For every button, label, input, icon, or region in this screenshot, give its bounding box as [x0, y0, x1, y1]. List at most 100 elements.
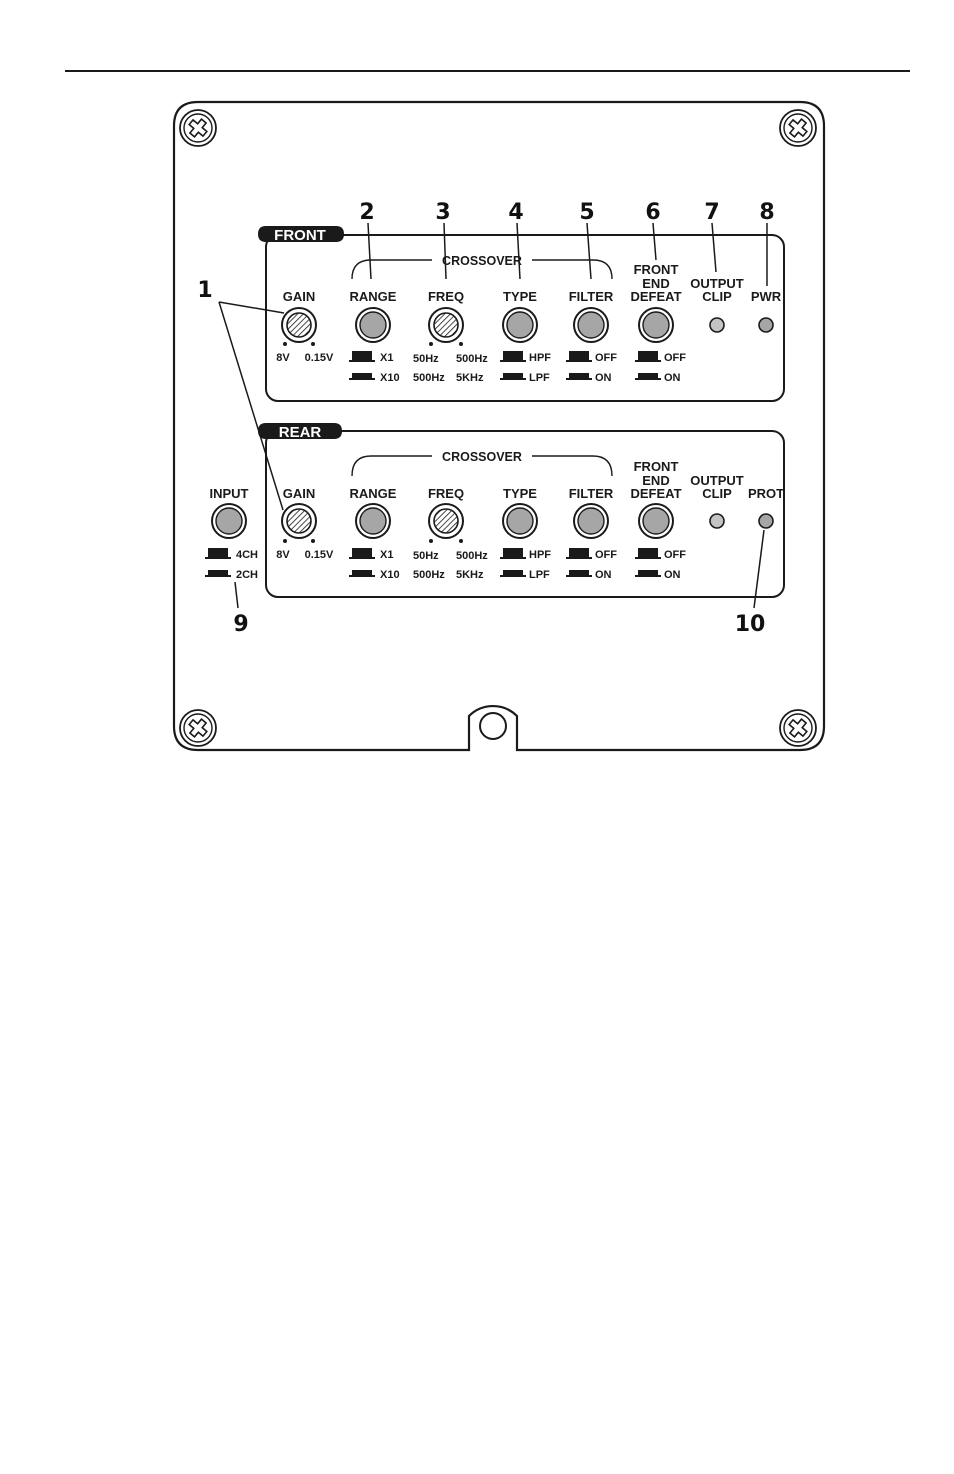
crossover-label: CROSSOVER — [442, 450, 522, 464]
defeat-switch-down-icon — [638, 570, 658, 575]
output-clip-label-output: OUTPUT — [690, 473, 744, 488]
front-end-defeat-button[interactable] — [638, 307, 674, 343]
gain-label: GAIN — [283, 486, 316, 501]
rear-section-frame — [265, 430, 785, 598]
range-switch-base-icon — [349, 557, 375, 559]
callout-2: 2 — [359, 200, 374, 225]
type-switch-down-icon — [503, 373, 523, 378]
freq-knob-rear[interactable] — [428, 503, 464, 543]
screw-icon-top-left — [179, 109, 217, 147]
type-switch-down-base-icon — [500, 378, 526, 380]
panel-plate — [172, 100, 826, 752]
type-up-text: HPF — [529, 549, 551, 561]
mount-hole — [479, 712, 507, 740]
output-clip-label-clip: CLIP — [702, 289, 732, 304]
filter-switch-down-base-icon — [566, 575, 592, 577]
type-down-text: LPF — [529, 372, 550, 384]
type-label: TYPE — [503, 289, 537, 304]
callout-10: 10 — [735, 612, 766, 637]
filter-up-text: OFF — [595, 549, 617, 561]
filter-switch-base-icon — [566, 360, 592, 362]
gain-min-text: 8V — [276, 549, 290, 561]
freq-low-b-text: 500Hz — [413, 372, 445, 384]
type-button-rear[interactable] — [502, 503, 538, 539]
range-switch-up-icon — [352, 548, 372, 557]
filter-switch-up-icon — [569, 351, 589, 360]
defeat-switch-down-base-icon — [635, 378, 661, 380]
freq-low-a-text: 50Hz — [413, 353, 439, 365]
defeat-switch-up-icon — [638, 351, 658, 360]
front-tag: FRONT — [274, 227, 326, 244]
filter-button-front[interactable] — [573, 307, 609, 343]
filter-label: FILTER — [569, 289, 614, 304]
freq-low-a-text: 50Hz — [413, 550, 439, 562]
screw-icon-top-right — [779, 109, 817, 147]
crossover-label: CROSSOVER — [442, 254, 522, 268]
range-up-text: X1 — [380, 549, 393, 561]
freq-high-a-text: 500Hz — [456, 550, 488, 562]
input-switch-down-icon — [208, 570, 228, 575]
front-end-defeat-button-rear[interactable] — [638, 503, 674, 539]
range-switch-up-icon — [352, 351, 372, 360]
defeat-switch-down-base-icon — [635, 575, 661, 577]
front-end-defeat-label-defeat: DEFEAT — [630, 289, 681, 304]
defeat-switch-base-icon — [635, 557, 661, 559]
front-tag-shape — [258, 226, 344, 242]
defeat-switch-base-icon — [635, 360, 661, 362]
crossover-bracket — [351, 455, 613, 477]
range-up-text: X1 — [380, 352, 393, 364]
range-button-front[interactable] — [355, 307, 391, 343]
pwr-label: PWR — [751, 289, 782, 304]
gain-knob-front[interactable] — [281, 307, 317, 346]
freq-high-b-text: 5KHz — [456, 372, 484, 384]
crossover-bracket — [351, 259, 613, 280]
gain-knob-rear[interactable] — [281, 503, 317, 543]
callout-6: 6 — [645, 200, 660, 225]
gain-min-text: 8V — [276, 352, 290, 364]
type-switch-base-icon — [500, 557, 526, 559]
input-down-text: 2CH — [236, 569, 258, 581]
range-switch-down-icon — [352, 570, 372, 575]
callout-5: 5 — [579, 200, 594, 225]
defeat-switch-down-icon — [638, 373, 658, 378]
filter-switch-down-base-icon — [566, 378, 592, 380]
prot-led — [758, 513, 774, 529]
defeat-down-text: ON — [664, 569, 681, 581]
filter-button-rear[interactable] — [573, 503, 609, 539]
range-label: RANGE — [350, 486, 397, 501]
freq-label: FREQ — [428, 289, 464, 304]
type-label: TYPE — [503, 486, 537, 501]
filter-switch-base-icon — [566, 557, 592, 559]
input-switch-base-icon — [205, 557, 231, 559]
callout-9: 9 — [233, 612, 248, 637]
rear-tag-shape — [258, 423, 342, 439]
input-switch-down-base-icon — [205, 575, 231, 577]
range-switch-down-base-icon — [349, 575, 375, 577]
range-button-rear[interactable] — [355, 503, 391, 539]
callout-leaders — [218, 222, 768, 609]
range-switch-base-icon — [349, 360, 375, 362]
callout-4: 4 — [508, 200, 523, 225]
output-clip-label-output: OUTPUT — [690, 276, 744, 291]
range-label: RANGE — [350, 289, 397, 304]
output-clip-led-front — [709, 317, 725, 333]
output-clip-label-clip: CLIP — [702, 486, 732, 501]
type-down-text: LPF — [529, 569, 550, 581]
front-end-defeat-label-end: END — [642, 473, 669, 488]
type-switch-base-icon — [500, 360, 526, 362]
input-section: INPUT 4CH 2CH — [205, 486, 258, 581]
callout-8: 8 — [759, 200, 774, 225]
filter-label: FILTER — [569, 486, 614, 501]
freq-low-b-text: 500Hz — [413, 569, 445, 581]
type-button-front[interactable] — [502, 307, 538, 343]
gain-max-text: 0.15V — [305, 352, 334, 364]
freq-knob-front[interactable] — [428, 307, 464, 346]
type-switch-down-base-icon — [500, 575, 526, 577]
rear-section: REAR CROSSOVER GAIN RANGE FREQ TYPE FILT… — [258, 423, 785, 598]
front-end-defeat-label-front: FRONT — [634, 459, 679, 474]
rear-tag: REAR — [279, 424, 322, 441]
front-end-defeat-label-end: END — [642, 276, 669, 291]
input-button[interactable] — [211, 503, 247, 539]
screw-icon-bottom-right — [779, 709, 817, 747]
